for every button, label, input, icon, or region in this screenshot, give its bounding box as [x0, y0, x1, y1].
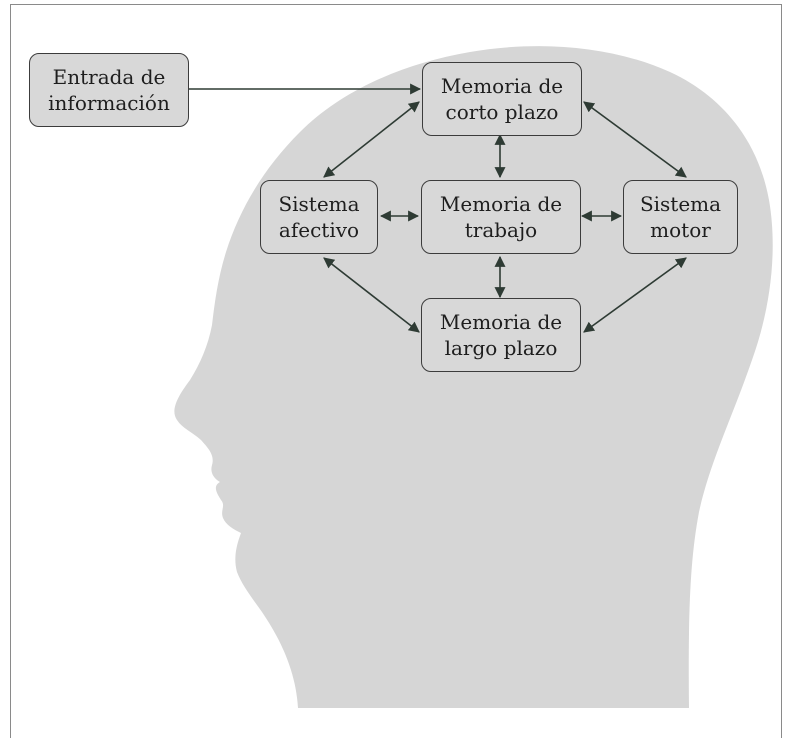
connector-arrows [189, 83, 687, 333]
node-motor-system-line2: motor [650, 218, 711, 242]
node-working-memory-line1: Memoria de [439, 192, 563, 216]
figure-frame [10, 4, 782, 738]
node-short-term-memory-line2: corto plazo [445, 100, 559, 124]
node-information-input: Entrada de información [29, 53, 189, 127]
node-working-memory: Memoria de trabajo [421, 180, 581, 254]
node-short-term-memory-line1: Memoria de [440, 74, 564, 98]
node-affective-system-line1: Sistema [278, 192, 360, 216]
node-working-memory-line2: trabajo [464, 218, 538, 242]
node-long-term-memory: Memoria de largo plazo [421, 298, 581, 372]
arrow-affective-long-term [323, 257, 420, 333]
arrow-motor-long-term [583, 257, 687, 333]
node-motor-system-line1: Sistema [639, 192, 722, 216]
node-affective-system: Sistema afectivo [260, 180, 378, 254]
node-long-term-memory-line2: largo plazo [444, 336, 558, 360]
head-silhouette [174, 46, 773, 709]
node-short-term-memory: Memoria de corto plazo [422, 62, 582, 136]
arrow-short-term-affective [323, 101, 420, 178]
node-affective-system-line2: afectivo [278, 218, 360, 242]
node-long-term-memory-line1: Memoria de [439, 310, 563, 334]
node-motor-system: Sistema motor [623, 180, 738, 254]
node-information-input-line1: Entrada de [52, 65, 166, 89]
node-information-input-line2: información [48, 91, 170, 115]
arrow-short-term-motor [583, 101, 687, 178]
